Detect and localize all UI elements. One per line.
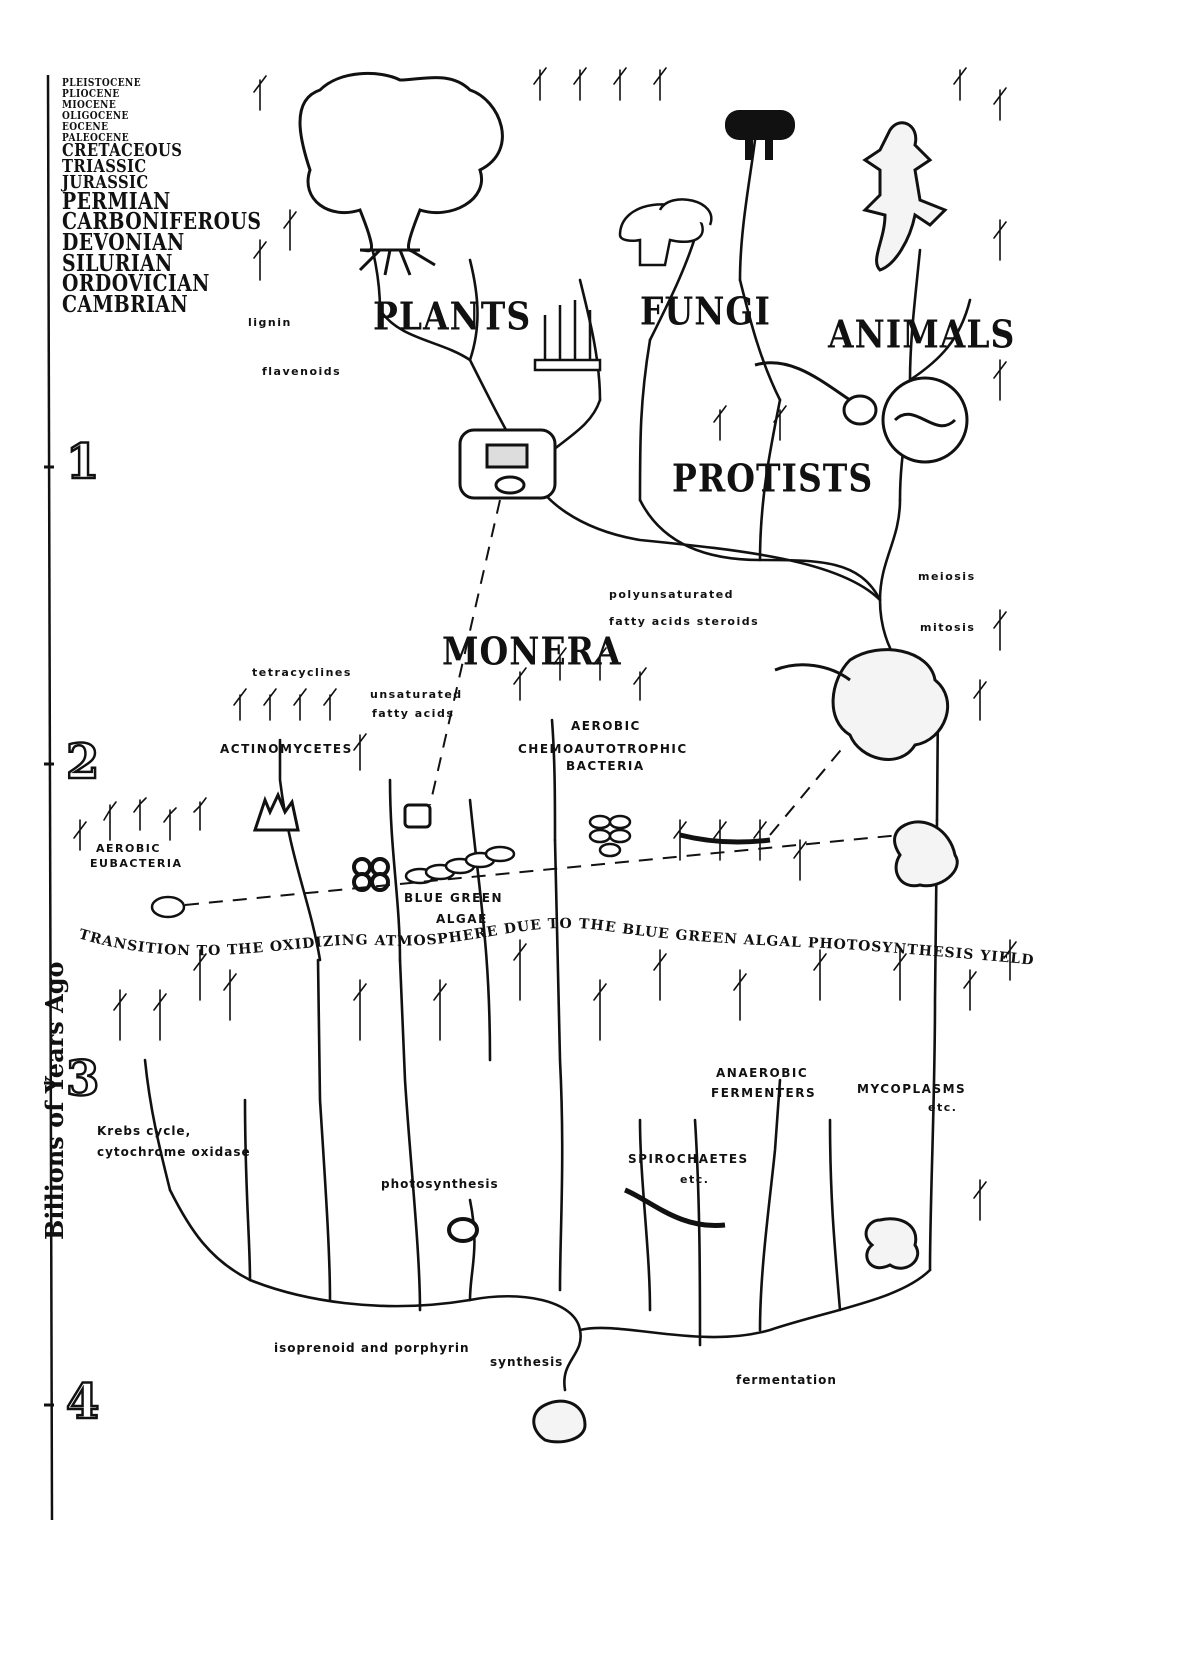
label-photosynthesis: photosynthesis	[381, 1177, 499, 1191]
worm-bacterium-illustration	[679, 832, 771, 845]
coral-fungus-illustration	[725, 110, 795, 160]
label-unsaturated: unsaturated	[370, 688, 463, 701]
label-polyunsaturated: polyunsaturated	[609, 588, 735, 601]
actinomycete-illustration	[252, 791, 300, 832]
eubacterium-oval-illustration	[150, 895, 186, 919]
axis-tick-2: 2	[65, 734, 101, 790]
period-jurassic: JURASSIC	[62, 172, 149, 194]
period-ordovician: ORDOVICIAN	[62, 270, 210, 298]
mycoplasm-illustration	[864, 1217, 919, 1270]
label-cytochrome-oxidase: cytochrome oxidase	[97, 1145, 251, 1159]
label-aerobic-1: AEROBIC	[571, 719, 641, 733]
period-pliocene: PLIOCENE	[62, 87, 120, 100]
label-blue-green: BLUE GREEN	[404, 891, 504, 905]
period-silurian: SILURIAN	[62, 249, 173, 277]
label-fermenters: FERMENTERS	[711, 1086, 817, 1100]
moss-sporophyte-illustration	[533, 300, 602, 372]
axis-tick-1: 1	[65, 434, 101, 490]
photosynthetic-cell-illustration	[447, 1217, 479, 1243]
symbiosis-dashed-lines	[184, 499, 901, 906]
label-fatty-acids: fatty acids	[372, 707, 455, 720]
label-meiosis: meiosis	[918, 570, 976, 583]
spirochaete-illustration	[624, 1187, 726, 1229]
period-permian: PERMIAN	[62, 187, 171, 215]
period-paleocene: PALEOCENE	[62, 131, 130, 144]
period-eocene: EOCENE	[62, 120, 109, 133]
ancestral-cell-illustration	[532, 1399, 587, 1444]
salamander-illustration	[862, 121, 948, 272]
twig-forks	[73, 67, 1017, 1221]
tree-roots	[358, 248, 436, 276]
coccoid-cells-illustration	[352, 857, 390, 892]
label-mitosis: mitosis	[920, 621, 976, 634]
label-lignin: lignin	[248, 316, 292, 329]
label-mycoplasms-etc: etc.	[928, 1101, 958, 1114]
period-triassic: TRIASSIC	[62, 156, 147, 178]
label-spirochaetes: SPIROCHAETES	[628, 1152, 749, 1166]
time-axis-line	[46, 74, 54, 1521]
label-anaerobic: ANAEROBIC	[716, 1066, 809, 1080]
label-flavenoids: flavenoids	[262, 365, 342, 378]
period-cretaceous: CRETACEOUS	[62, 140, 183, 161]
period-carboniferous: CARBONIFEROUS	[62, 208, 262, 236]
amoeba-small-illustration	[893, 820, 959, 888]
mitotic-cell-illustration	[881, 376, 969, 464]
label-fermentation: fermentation	[736, 1373, 837, 1387]
label-tetracyclines: tetracyclines	[252, 666, 352, 679]
label-fatty-acids-steroids: fatty acids steroids	[609, 615, 760, 628]
label-aerobic-2: AEROBIC	[96, 842, 161, 855]
label-algae: ALGAE	[436, 912, 488, 926]
axis-tick-marks	[44, 465, 54, 1407]
label-krebs-cycle: Krebs cycle,	[97, 1124, 192, 1138]
label-synthesis: synthesis	[490, 1355, 564, 1369]
label-chemoautotrophic: CHEMOAUTOTROPHIC	[518, 742, 688, 756]
axis-tick-3: 3	[65, 1051, 101, 1107]
kingdom-protists: PROTISTS	[672, 456, 874, 501]
blue-green-algae-filament	[404, 845, 516, 885]
transition-text: TRANSITION TO THE OXIDIZING ATMOSPHERE D…	[0, 0, 1034, 969]
chemoautotroph-cells-illustration	[588, 814, 632, 858]
kingdom-plants: PLANTS	[373, 294, 532, 339]
label-actinomycetes: ACTINOMYCETES	[220, 742, 353, 756]
small-cell-illustration	[403, 803, 432, 829]
sperm-cell-illustration	[754, 361, 878, 426]
period-miocene: MIOCENE	[62, 98, 117, 111]
label-spirochaetes-etc: etc.	[680, 1173, 710, 1186]
label-isoprenoid: isoprenoid and porphyrin	[274, 1341, 470, 1355]
label-mycoplasms: MYCOPLASMS	[857, 1082, 967, 1096]
period-devonian: DEVONIAN	[62, 228, 185, 256]
tree-illustration	[298, 71, 504, 253]
kingdom-monera: MONERA	[442, 629, 622, 674]
axis-tick-4: 4	[65, 1374, 101, 1430]
label-eubacteria: EUBACTERIA	[90, 857, 183, 870]
plant-cell-illustration	[458, 428, 557, 500]
period-cambrian: CAMBRIAN	[62, 291, 189, 318]
mushroom-illustration	[618, 198, 713, 267]
geologic-periods-list: PLEISTOCENE PLIOCENE MIOCENE OLIGOCENE E…	[62, 77, 305, 316]
amoeba-large-illustration	[774, 648, 950, 761]
kingdom-animals: ANIMALS	[828, 312, 1016, 357]
svg-text:TRANSITION TO THE OXIDIZING AT: TRANSITION TO THE OXIDIZING ATMOSPHERE D…	[0, 0, 1034, 969]
kingdom-fungi: FUNGI	[640, 289, 771, 334]
period-pleistocene: PLEISTOCENE	[62, 76, 141, 89]
label-bacteria: BACTERIA	[566, 759, 645, 773]
period-oligocene: OLIGOCENE	[62, 109, 129, 122]
